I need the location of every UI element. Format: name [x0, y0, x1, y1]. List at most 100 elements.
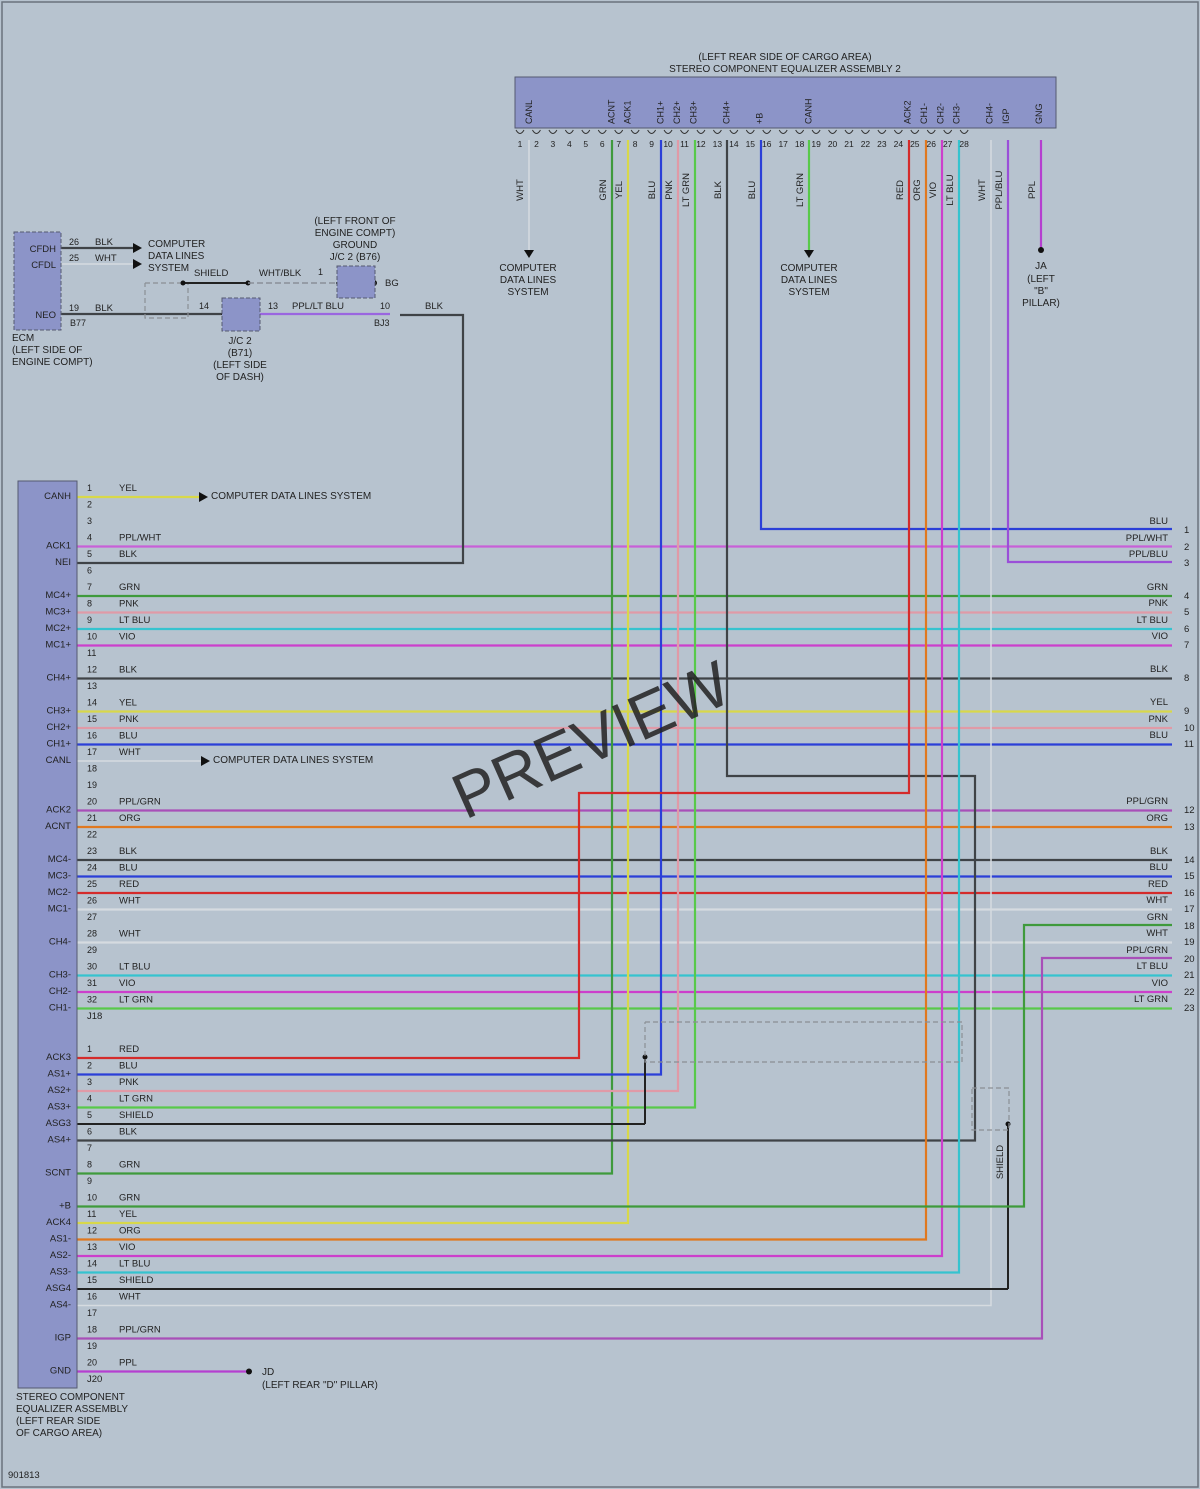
equalizer-connector-block: [17, 480, 78, 1389]
equalizer2-pin-number: 10: [663, 139, 673, 149]
ground-ja-text: PILLAR): [1022, 298, 1060, 309]
jc2-b76-block: [336, 265, 376, 299]
wire-color-label: SHIELD: [119, 1110, 153, 1121]
cdl-text-right: COMPUTER: [780, 263, 837, 274]
bj-connector: BJ3: [374, 318, 390, 328]
equalizer2-pin-number: 22: [861, 139, 871, 149]
pin-label: IGP: [55, 1333, 71, 1344]
wire-as2-minus: [77, 140, 944, 1258]
pin-number: 21: [87, 813, 97, 823]
right-exit-number: 9: [1184, 706, 1189, 717]
pin-number: 14: [87, 698, 97, 708]
ecm-pin-label: CFDL: [31, 260, 56, 271]
wire-color-label: WHT: [119, 1292, 141, 1303]
right-exit-number: 17: [1184, 904, 1195, 915]
pin-label: ACK4: [46, 1217, 71, 1228]
wire-color-label: BLK: [119, 1127, 138, 1138]
connector-pin-mark: [597, 129, 607, 134]
wire-color-label: PPL/GRN: [119, 1325, 161, 1336]
right-exit-wire-label: LT BLU: [1137, 961, 1168, 972]
right-exit-wire-label: BLK: [1150, 664, 1169, 675]
wire-color-label: VIO: [119, 632, 135, 643]
connector-pin-mark: [861, 129, 870, 134]
right-exit-wire-label: YEL: [1150, 697, 1168, 708]
right-exit-wire-label: VIO: [1152, 978, 1168, 989]
right-exit-wire-label: PPL/BLU: [1129, 549, 1168, 560]
pin-number: 2: [87, 500, 92, 510]
ecm-shield-pin: 1: [318, 267, 323, 277]
equalizer2-title-1: (LEFT REAR SIDE OF CARGO AREA): [698, 52, 871, 63]
wire-color-label: BLK: [119, 846, 138, 857]
right-exit-wire-label: LT GRN: [1134, 994, 1168, 1005]
pin-number: 18: [87, 764, 97, 774]
ecm-cdl-text: DATA LINES: [148, 251, 205, 262]
ecm-wire-label: WHT: [95, 253, 117, 264]
pin-number: 30: [87, 962, 97, 972]
wire-color-label: GRN: [119, 582, 140, 593]
equalizer-caption: STEREO COMPONENT: [16, 1392, 125, 1403]
equalizer-caption: EQUALIZER ASSEMBLY: [16, 1404, 128, 1415]
wire-color-label: YEL: [119, 698, 137, 709]
pin-label: GND: [50, 1366, 71, 1377]
wire-color-label: BLK: [119, 549, 138, 560]
pin-label: ACK3: [46, 1052, 71, 1063]
wire-color-label: PPL/WHT: [119, 533, 161, 544]
pin-number: 5: [87, 1110, 92, 1120]
equalizer2-pin-number: 2: [534, 139, 539, 149]
right-exit-wire-label: PPL/GRN: [1126, 796, 1168, 807]
jc-pin-14: 14: [199, 301, 209, 311]
equalizer2-pin-label: ACNT: [606, 99, 616, 124]
connector-j20-label: J20: [87, 1374, 102, 1385]
bj-pin: 10: [380, 301, 390, 311]
shield-outline-2: [971, 1087, 1010, 1131]
connector-pin-mark: [515, 129, 525, 134]
connector-pin-mark: [795, 129, 805, 134]
pin-label: NEI: [55, 557, 71, 568]
cdl-text-left: DATA LINES: [500, 275, 557, 286]
right-exit-number: 23: [1184, 1003, 1195, 1014]
connector-pin-mark: [663, 129, 673, 134]
pin-number: 6: [87, 1127, 92, 1137]
pin-number: 17: [87, 747, 97, 757]
right-exit-number: 13: [1184, 822, 1195, 833]
cdl-text-left: COMPUTER: [499, 263, 556, 274]
wire-color-label: YEL: [119, 483, 137, 494]
equalizer2-pin-number: 27: [943, 139, 953, 149]
equalizer2-pin-label: ACK2: [902, 100, 912, 124]
pin-label: SCNT: [45, 1168, 71, 1179]
preview-watermark: PREVIEW: [442, 647, 741, 833]
pin-label: CH1-: [49, 1003, 71, 1014]
pin-number: 22: [87, 830, 97, 840]
equalizer2-wire-color: WHT: [515, 179, 526, 201]
right-exit-number: 4: [1184, 591, 1189, 602]
pin-number: 6: [87, 566, 92, 576]
shield-dot-1: [642, 1054, 648, 1060]
cdl-text-right: SYSTEM: [788, 287, 829, 298]
connector-pin-mark: [564, 129, 574, 134]
pin-label: CH1+: [46, 739, 71, 750]
cdl-arrow-canl: [201, 756, 210, 766]
connector-pin-mark: [828, 129, 837, 134]
right-exit-wire-label: LT BLU: [1137, 615, 1168, 626]
pin-label: MC4+: [45, 590, 71, 601]
equalizer2-wire-color: VIO: [928, 182, 939, 198]
pin-label: MC4-: [48, 854, 71, 865]
bj-wire-label: BLK: [425, 301, 444, 312]
pin-number: 19: [87, 1341, 97, 1351]
equalizer2-pin-label: CH4+: [721, 101, 731, 124]
pin-label: CH4+: [46, 673, 71, 684]
pin-label: CANH: [44, 491, 71, 502]
ground-dot-ja: [1038, 247, 1044, 253]
pin-number: 9: [87, 1176, 92, 1186]
right-exit-wire-label: WHT: [1146, 895, 1168, 906]
pin-label: ASG3: [46, 1118, 71, 1129]
equalizer2-wire-color: YEL: [614, 181, 625, 199]
cdl-text-canl: COMPUTER DATA LINES SYSTEM: [213, 755, 373, 766]
equalizer2-pin-number: 24: [894, 139, 904, 149]
pin-label: AS1-: [50, 1234, 71, 1245]
equalizer2-pin-label: CH1+: [656, 101, 666, 124]
equalizer2-wire-color: GRN: [598, 179, 609, 200]
ground-dot-jd: [246, 1368, 252, 1375]
equalizer2-pin-label: CANL: [524, 100, 534, 124]
wire-color-label: RED: [119, 879, 139, 890]
